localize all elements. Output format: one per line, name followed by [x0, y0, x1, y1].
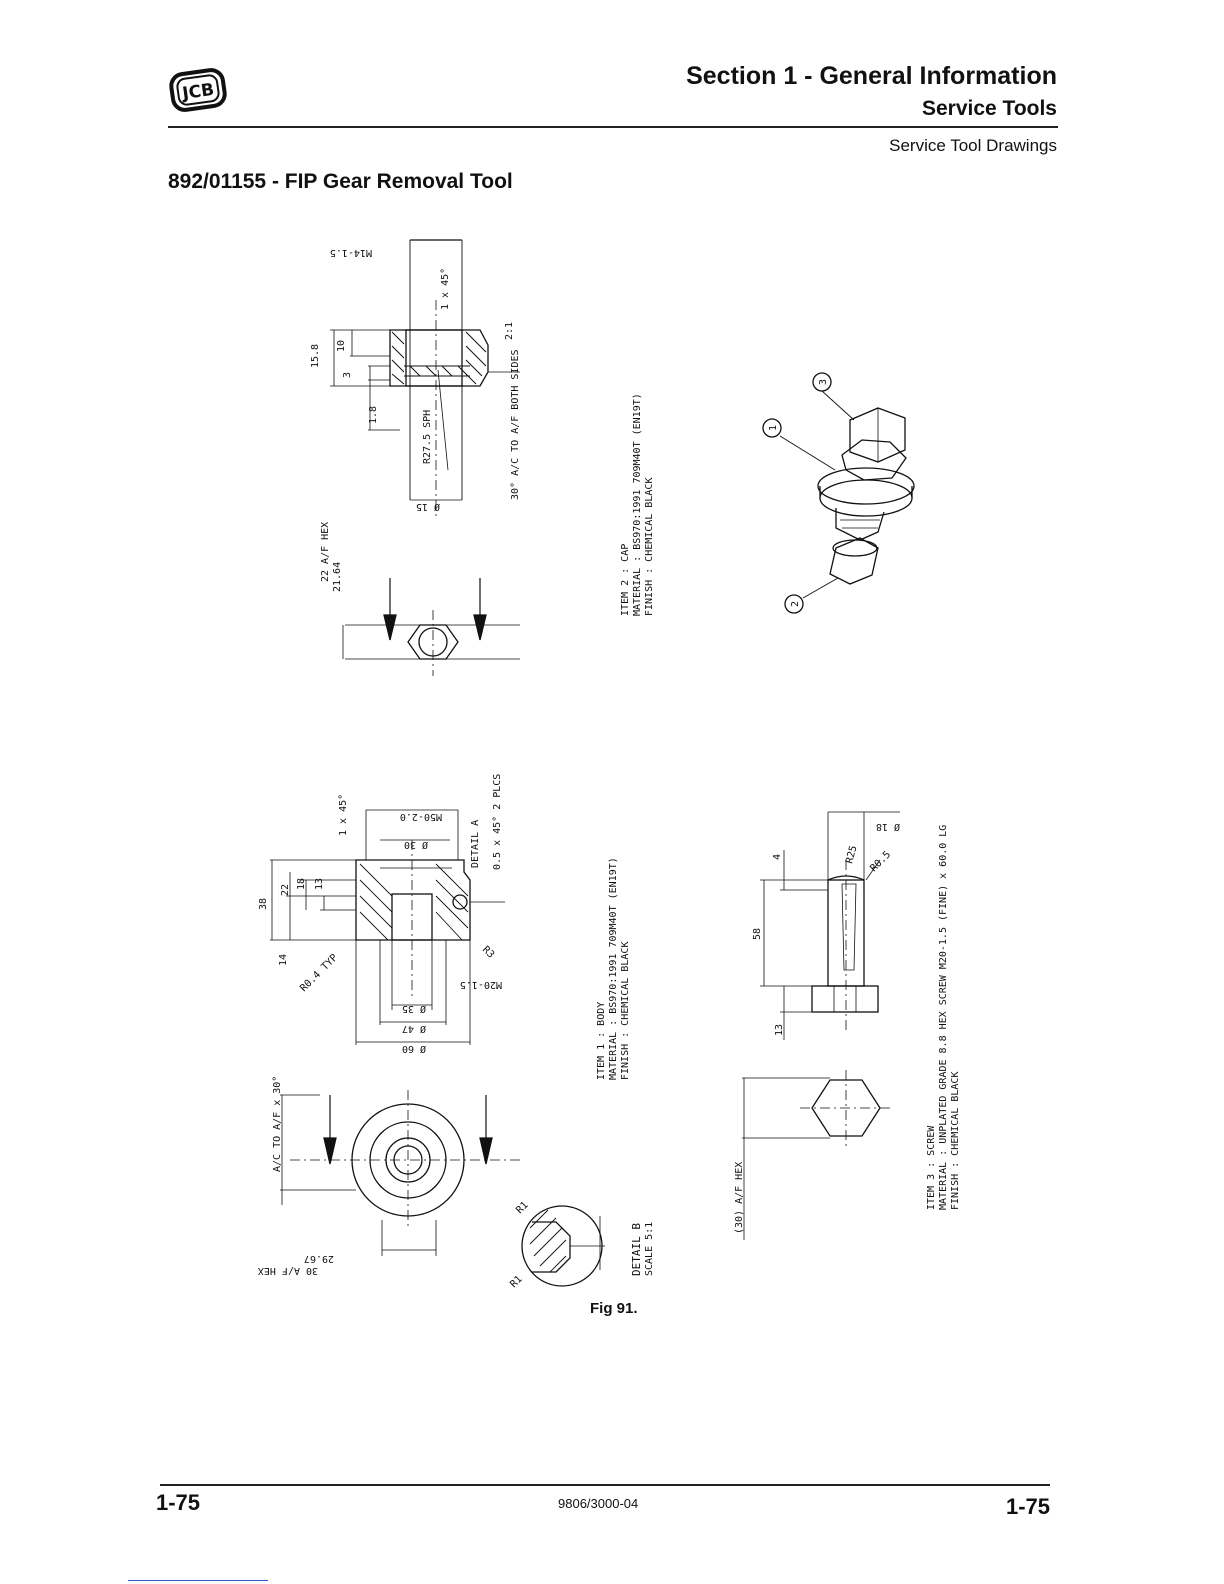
logo-text: JCB: [180, 80, 215, 104]
screw-hex-label: (30) A/F HEX: [734, 1162, 745, 1234]
body-chamfer-label: 1 x 45°: [338, 794, 349, 836]
page-number-right: 1-75: [1005, 1494, 1050, 1519]
body-dia35-label: Ø 35: [402, 1003, 426, 1015]
jcb-logo: JCB: [166, 64, 230, 116]
cap-hex-ac-label: 21.64: [332, 562, 343, 592]
body-thread-top-label: M50-2.0: [400, 811, 442, 822]
body-hex-af-label: 30 A/F HEX: [258, 1265, 318, 1276]
page-number-left: 1-75: [156, 1490, 201, 1515]
scan-artifact-line: [128, 1580, 268, 1581]
screw-r05-label: R0.5: [868, 849, 893, 874]
body-dia47-label: Ø 47: [402, 1023, 426, 1035]
body-dim-38: 38: [258, 898, 269, 910]
item2-note-3: FINISH : CHEMICAL BLACK: [644, 478, 655, 616]
cap-chamfer-label: 1 x 45°: [440, 268, 451, 310]
page-topic: Service Tool Drawings: [889, 136, 1057, 155]
detail-b-r1-bottom: R1: [508, 1274, 524, 1290]
body-thread-inner-label: M20-1.5: [460, 979, 502, 990]
body-dia60-label: Ø 60: [402, 1043, 426, 1055]
figure-caption: Fig 91.: [590, 1300, 638, 1317]
drawing-title: 892/01155 - FIP Gear Removal Tool: [168, 170, 513, 193]
screw-end-view: [742, 1070, 892, 1240]
item2-note-2: MATERIAL : BS970:1991 709M40T (EN19T): [632, 393, 643, 616]
section-title: Section 1 - General Information: [686, 62, 1057, 90]
detail-a-label: DETAIL A: [470, 820, 481, 868]
cap-sph-label: R27.5 SPH: [422, 410, 433, 464]
screw-r25-label: R25: [844, 844, 859, 864]
cap-ac-label: 30° A/C TO A/F BOTH SIDES: [510, 349, 521, 500]
item1-note-3: FINISH : CHEMICAL BLACK: [620, 942, 631, 1080]
body-r04-label: R0.4 TYP: [298, 952, 340, 994]
body-hex-ac-label: 29.67: [304, 1253, 334, 1264]
body-dia30-label: Ø 30: [404, 839, 428, 851]
body-dim-22: 22: [280, 884, 291, 896]
header-rule: [168, 126, 1058, 128]
body-dim-18: 18: [296, 878, 307, 890]
detail-b-r1-top: R1: [514, 1200, 530, 1216]
item1-note-2: MATERIAL : BS970:1991 709M40T (EN19T): [608, 857, 619, 1080]
body-dim-13: 13: [314, 878, 325, 890]
body-ac-label: A/C TO A/F x 30°: [272, 1076, 283, 1172]
cap-section-view: [330, 239, 520, 520]
cap-thread-label: M14-1.5: [330, 247, 372, 258]
section-subtitle: Service Tools: [921, 97, 1057, 120]
detail-b-title: DETAIL B: [630, 1223, 643, 1276]
item2-note-1: ITEM 2 : CAP: [620, 544, 631, 616]
balloon-1: 1: [768, 425, 779, 431]
item3-note-1: ITEM 3 : SCREW: [926, 1125, 937, 1210]
cap-end-view: [342, 578, 520, 676]
screw-side-view: [760, 811, 900, 1040]
footer-rule: [160, 1484, 1050, 1486]
body-r3-label: R3: [480, 944, 496, 960]
balloon-3: 3: [818, 379, 829, 385]
body-dim-14: 14: [278, 954, 289, 966]
body-end-view: [280, 1090, 520, 1256]
body-section-view: [270, 809, 505, 1045]
item3-note-3: FINISH : CHEMICAL BLACK: [950, 1072, 961, 1210]
cap-dim-15-8: 15.8: [310, 344, 321, 368]
cap-dia15-label: Ø 15: [416, 501, 440, 513]
detail-b-view: [521, 1205, 605, 1287]
cap-dim-1-8: 1.8: [368, 406, 379, 424]
cap-dim-3: 3: [342, 372, 353, 378]
screw-dim-13: 13: [774, 1024, 785, 1036]
document-number: 9806/3000-04: [558, 1496, 639, 1511]
cap-hex-af-label: 22 A/F HEX: [320, 522, 331, 582]
cap-scale-label: 2:1: [504, 322, 515, 340]
screw-dim-58: 58: [752, 928, 763, 940]
screw-dim-4: 4: [772, 854, 783, 860]
body-chamfer2-label: 0.5 x 45° 2 PLCS: [492, 774, 503, 870]
cap-dim-10: 10: [336, 340, 347, 352]
screw-dia18-label: Ø 18: [876, 821, 900, 833]
item1-note-1: ITEM 1 : BODY: [596, 1002, 607, 1080]
balloon-2: 2: [790, 601, 801, 607]
item3-note-2: MATERIAL : UNPLATED GRADE 8.8 HEX SCREW …: [938, 825, 949, 1210]
detail-b-scale: SCALE 5:1: [644, 1222, 655, 1276]
assembly-isometric: [762, 372, 915, 614]
